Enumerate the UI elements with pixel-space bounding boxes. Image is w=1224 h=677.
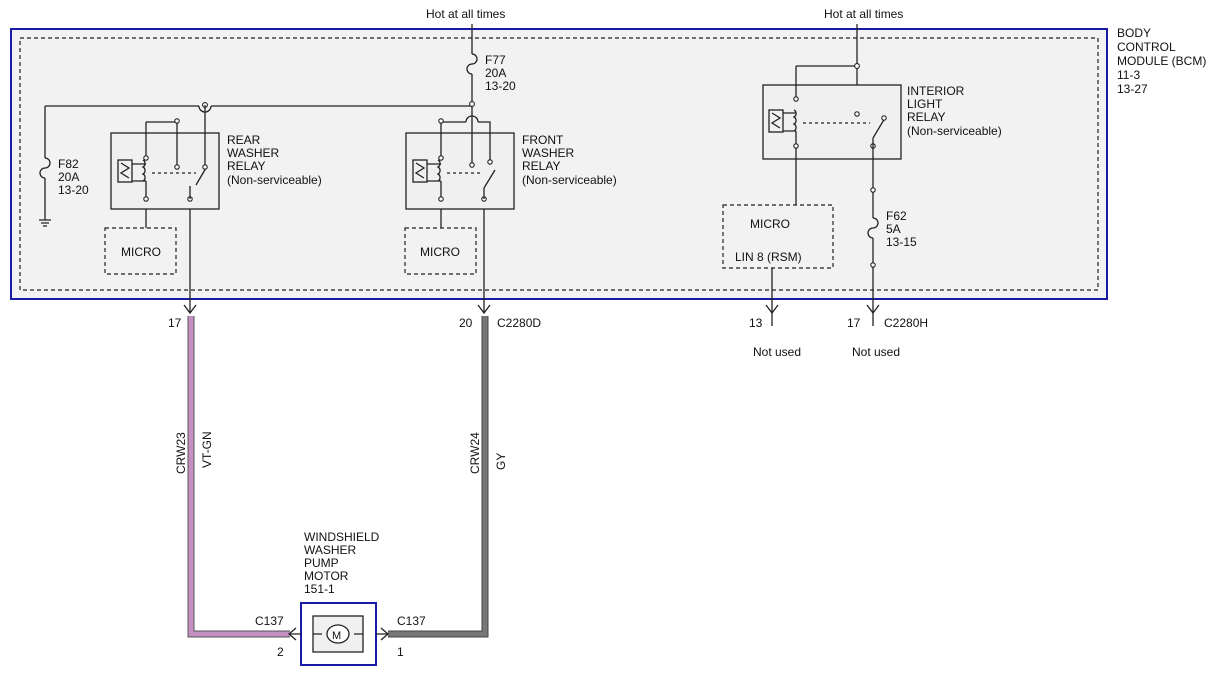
diagram-label: MICRO	[750, 217, 790, 231]
diagram-label: WINDSHIELD	[304, 530, 380, 544]
wire-crw23-circuit: CRW23	[174, 432, 188, 474]
diagram-label: WASHER	[304, 543, 357, 557]
diagram-label: C137	[255, 614, 284, 628]
motor-symbol-icon	[326, 624, 350, 644]
diagram-label: RELAY	[522, 159, 560, 173]
diagram-label: Not used	[753, 345, 801, 359]
bcm-inner-dashed-frame	[19, 37, 1099, 291]
connector-c2280h-pin17: 17 C2280H Not used	[847, 304, 928, 359]
diagram-label: 17	[168, 316, 182, 330]
diagram-label: F82	[58, 157, 79, 171]
micro-box-front: MICRO	[404, 209, 477, 275]
diagram-label: FRONT	[522, 133, 564, 147]
diagram-label: (Non-serviceable)	[227, 173, 322, 187]
wire-crw24-color: GY	[494, 453, 508, 470]
front-washer-relay: FRONT WASHER RELAY (Non-serviceable)	[405, 106, 617, 210]
diagram-label: 20	[459, 316, 473, 330]
bcm-label-line-2: CONTROL	[1117, 40, 1176, 54]
diagram-label: PUMP	[304, 556, 339, 570]
diagram-label: MICRO	[121, 245, 161, 259]
diagram-label: C2280H	[884, 316, 928, 330]
diagram-label: RELAY	[227, 159, 265, 173]
diagram-label: (Non-serviceable)	[907, 124, 1002, 138]
diagram-label: (Non-serviceable)	[522, 173, 617, 187]
fuse-f77: F77 20A 13-20	[466, 24, 516, 103]
hot-at-all-times-right: Hot at all times	[824, 7, 903, 21]
diagram-label: 20A	[485, 66, 506, 80]
bcm-label-line-1: BODY	[1117, 26, 1151, 40]
diagram-label: 20A	[58, 170, 79, 184]
diagram-label: 17	[847, 316, 861, 330]
diagram-label: Not used	[852, 345, 900, 359]
wire-crw24-circuit: CRW24	[468, 432, 482, 474]
diagram-label: M	[332, 630, 341, 642]
interior-light-relay: INTERIOR LIGHT RELAY (Non-serviceable)	[762, 66, 1002, 205]
diagram-label: F77	[485, 53, 506, 67]
wire-crw24: CRW24 GY	[388, 316, 508, 638]
diagram-label: REAR	[227, 133, 261, 147]
diagram-label: C137	[397, 614, 426, 628]
diagram-label: F62	[886, 209, 907, 223]
bcm-label-line-5: 13-27	[1117, 82, 1148, 96]
diagram-label: C2280D	[497, 316, 541, 330]
fuse-f82: F82 20A 13-20	[39, 106, 89, 227]
fuse-f62: F62 5A 13-15	[867, 187, 917, 312]
diagram-label: RELAY	[907, 110, 945, 124]
wire-crw23-color: VT-GN	[200, 431, 214, 468]
diagram-label: 151-1	[304, 582, 335, 596]
connector-c2280h-pin13: 13 Not used	[749, 304, 801, 359]
wire-crw23: CRW23 VT-GN	[174, 316, 290, 638]
diagram-label: 1	[397, 645, 404, 659]
diagram-label: INTERIOR	[907, 84, 965, 98]
diagram-label: 2	[277, 645, 284, 659]
micro-box-lin: MICRO LIN 8 (RSM)	[722, 204, 834, 269]
diagram-label: MICRO	[420, 245, 460, 259]
diagram-label: MOTOR	[304, 569, 349, 583]
bcm-label-line-4: 11-3	[1117, 68, 1140, 82]
windshield-washer-pump-motor: WINDSHIELD WASHER PUMP MOTOR 151-1 M C13…	[255, 530, 426, 666]
diagram-label: 13-20	[485, 79, 516, 93]
rear-washer-relay: REAR WASHER RELAY (Non-serviceable)	[110, 105, 322, 210]
diagram-label: 5A	[886, 222, 901, 236]
connector-c2280d-pin20: 20 C2280D	[459, 304, 541, 330]
diagram-label: 13-15	[886, 235, 917, 249]
diagram-label: 13-20	[58, 183, 89, 197]
bcm-label-line-3: MODULE (BCM)	[1117, 54, 1206, 68]
bcm-label: BODY CONTROL MODULE (BCM) 11-3 13-27	[1117, 26, 1206, 96]
diagram-label: LIGHT	[907, 97, 943, 111]
diagram-label: WASHER	[522, 146, 575, 160]
diagram-label: 13	[749, 316, 763, 330]
diagram-label: LIN 8 (RSM)	[735, 250, 802, 264]
hot-at-all-times-left: Hot at all times	[426, 7, 505, 21]
micro-box-rear: MICRO	[104, 209, 177, 275]
diagram-label: WASHER	[227, 146, 280, 160]
connector-c2280d-pin17: 17	[168, 304, 197, 330]
